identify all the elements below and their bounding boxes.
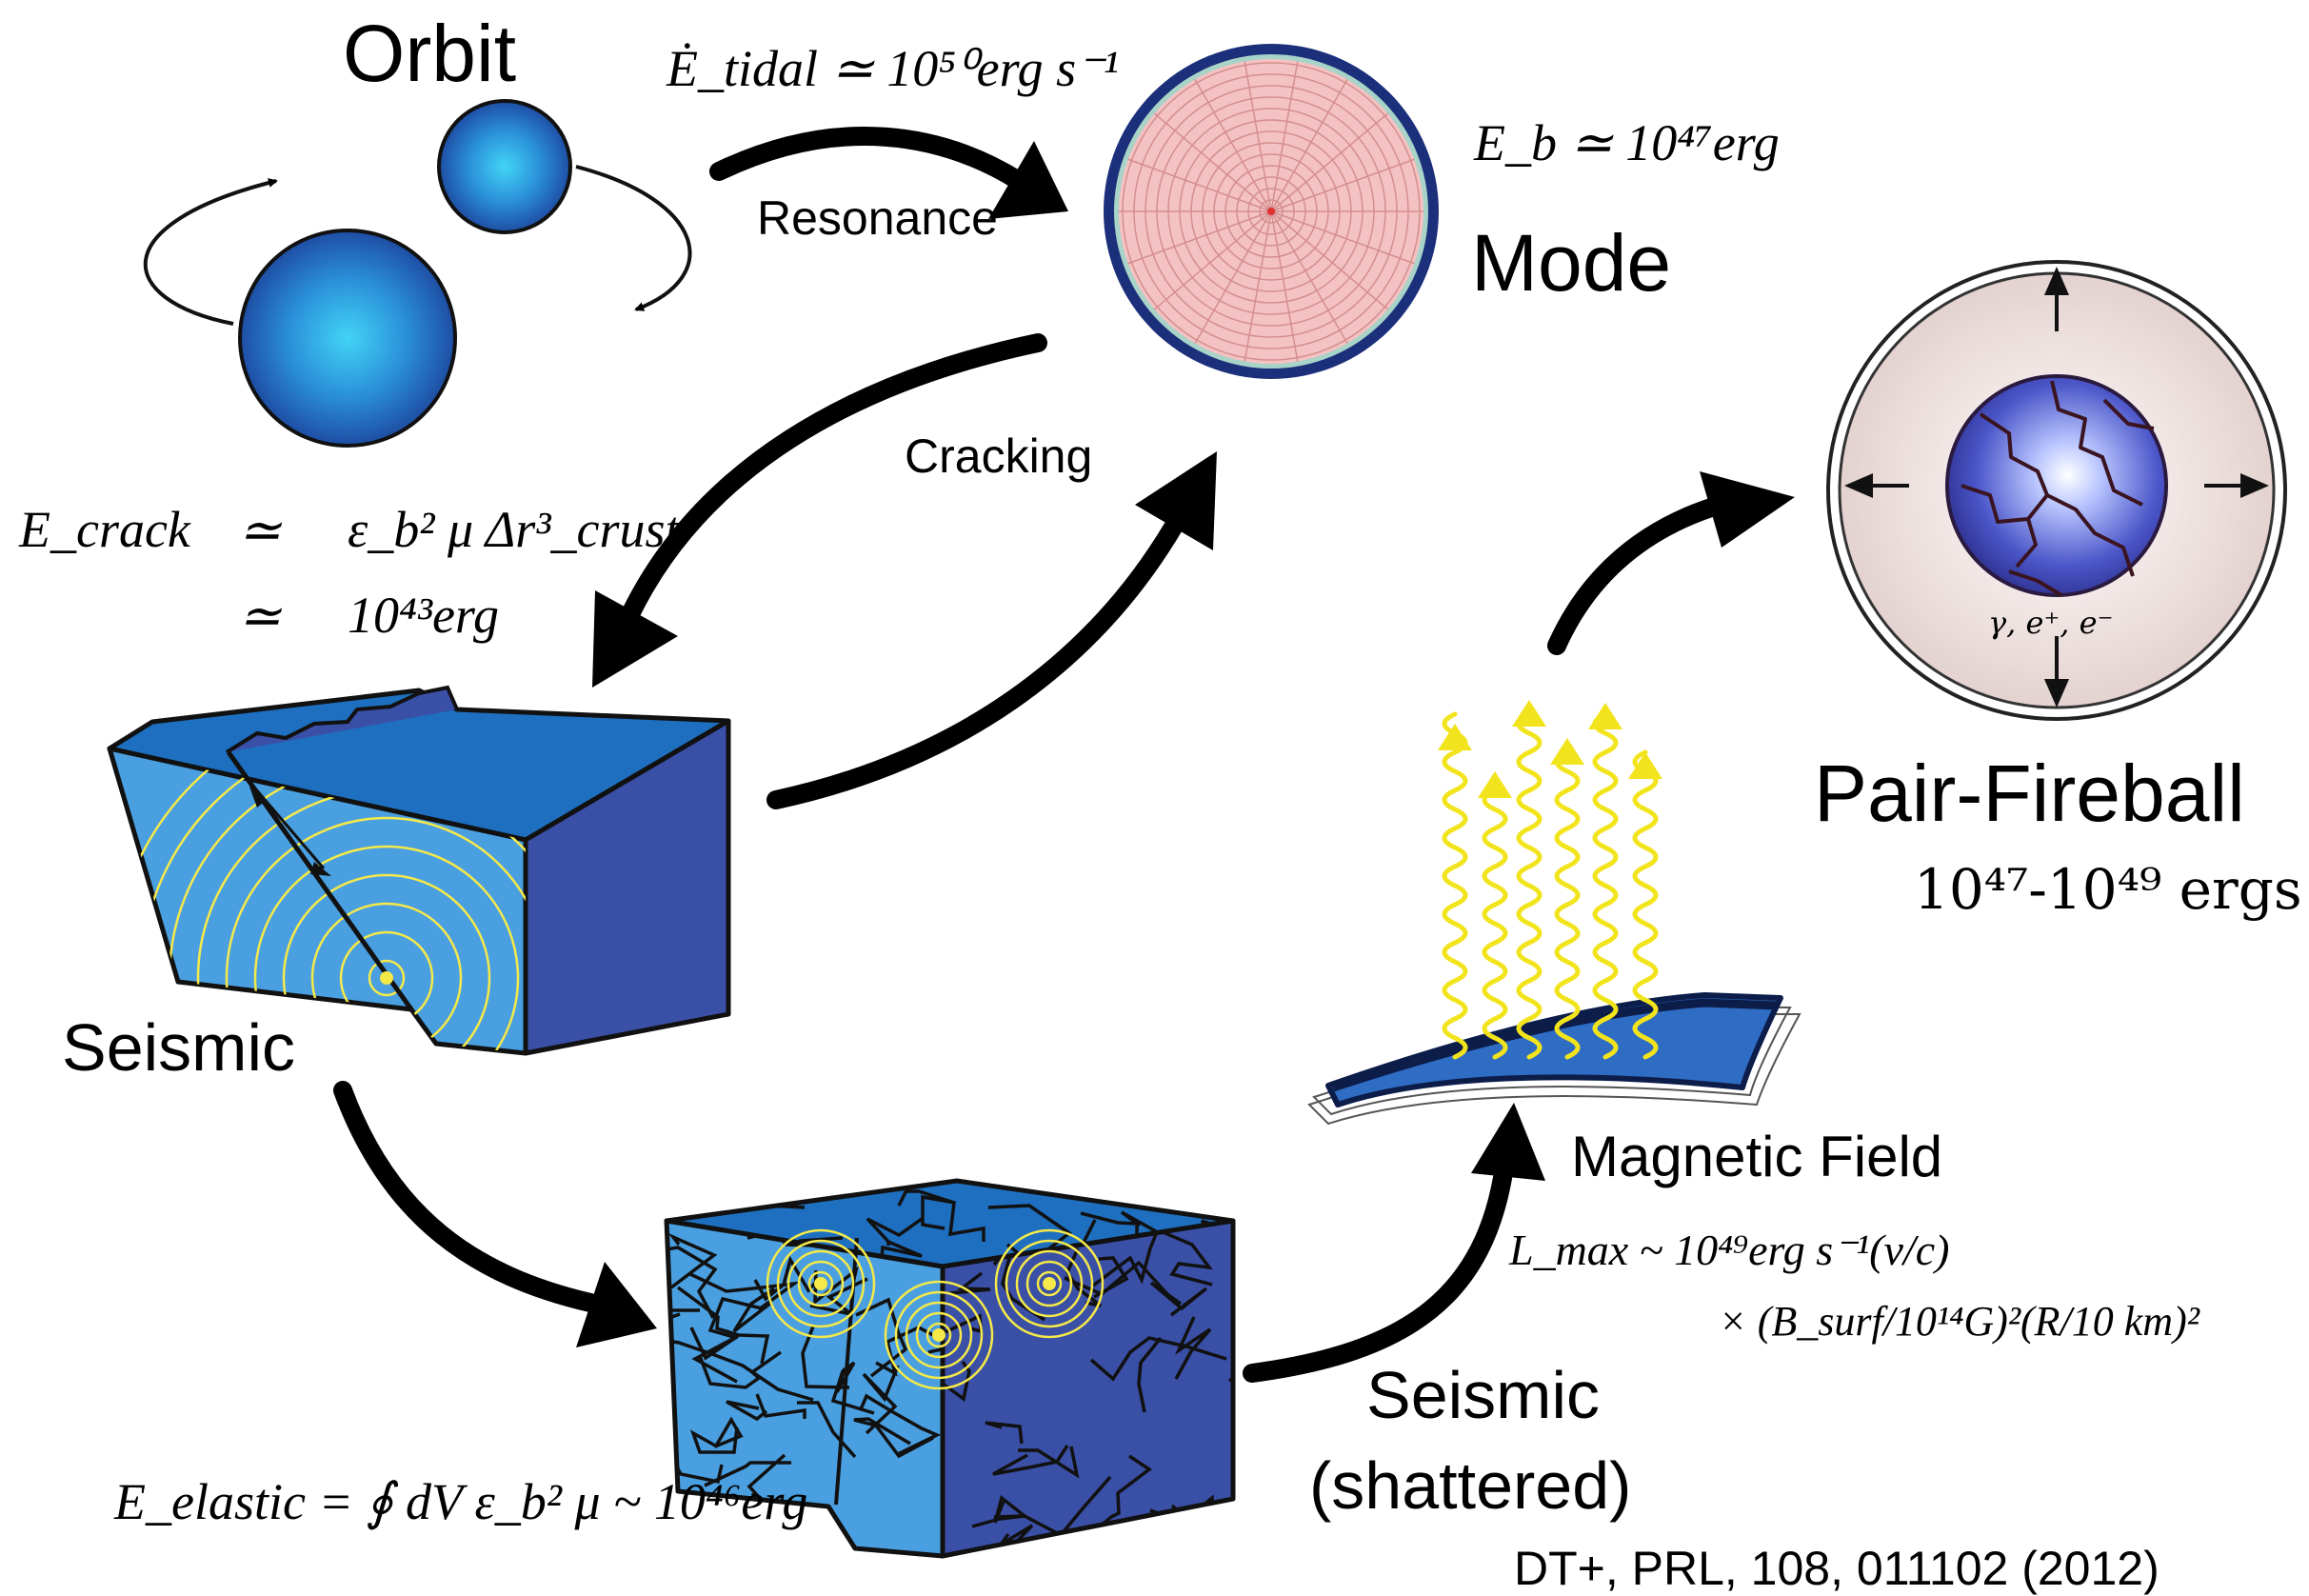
resonance-label: Resonance xyxy=(757,191,998,245)
crack-energy-rel-1: ≃ xyxy=(238,502,282,559)
orbit-arrow-left xyxy=(143,178,278,326)
shattered-arrow xyxy=(1243,1157,1514,1383)
process-arrows xyxy=(333,127,1723,1383)
orbit-binary-stars xyxy=(143,99,692,448)
arrow-heads xyxy=(576,141,1795,1347)
max-luminosity-equation-2: × (B_surf/10¹⁴G)²(R/10 km)² xyxy=(1719,1298,2200,1345)
mode-grid xyxy=(1119,59,1423,364)
fault-scarp xyxy=(225,685,459,754)
tidal-power-equation: Ė_tidal ≃ 10⁵⁰erg s⁻¹ xyxy=(667,40,1119,97)
crack-energy-rhs-1: ε_b² μ Δr³_crust xyxy=(348,501,680,558)
pair-fireball-energy: 10⁴⁷-10⁴⁹ ergs xyxy=(1914,857,2302,922)
seismic-label: Seismic xyxy=(62,1010,296,1085)
cracking-arrow-up xyxy=(766,505,1190,809)
crust-sheet xyxy=(1325,992,1783,1107)
magnetic-field-surface xyxy=(1307,992,1801,1126)
large-neutron-star xyxy=(238,229,457,448)
mode-label: Mode xyxy=(1471,218,1672,308)
seismic-shattered-label-1: Seismic xyxy=(1366,1358,1601,1432)
block2-side xyxy=(940,1218,1236,1559)
shattered-seismic-waves xyxy=(766,1228,1105,1390)
citation: DT+, PRL, 108, 011102 (2012) xyxy=(1514,1542,2160,1595)
expansion-arrows xyxy=(1843,266,2270,708)
mode-disk xyxy=(1104,44,1439,379)
small-neutron-star xyxy=(437,99,572,234)
core-cracks xyxy=(1961,380,2155,597)
fireball-arrow xyxy=(1547,497,1723,655)
seismic-crust-block xyxy=(107,685,731,1056)
shattered-crust-block xyxy=(664,1178,1236,1559)
crack-energy-rhs-2: 10⁴³erg xyxy=(348,587,499,644)
seismic-shattered-label-2: (shattered) xyxy=(1309,1448,1632,1523)
crack-energy-rel-2: ≃ xyxy=(238,588,282,645)
escaping-photons xyxy=(1438,700,1662,1060)
crack-energy-lhs: E_crack xyxy=(19,501,190,558)
elastic-energy-equation: E_elastic = ∮ dV ε_b² μ ~ 10⁴⁶erg xyxy=(114,1473,808,1530)
pair-fireball-label: Pair-Fireball xyxy=(1814,748,2245,838)
hypocenter xyxy=(380,971,393,985)
max-luminosity-equation-1: L_max ~ 10⁴⁹erg s⁻¹(v/c) xyxy=(1509,1226,1950,1274)
orbit-label: Orbit xyxy=(343,9,517,98)
fireball-particles-label: γ, e⁺, e⁻ xyxy=(1988,605,2114,641)
mode-energy-equation: E_b ≃ 10⁴⁷erg xyxy=(1474,114,1780,171)
resonance-arrow xyxy=(709,127,1028,190)
pair-fireball xyxy=(1826,260,2287,721)
orbit-arrow-right xyxy=(575,165,692,311)
cracking-label: Cracking xyxy=(905,429,1093,483)
seismic-arrow xyxy=(333,1081,600,1312)
cracking-arrow-down xyxy=(614,333,1047,638)
magnetic-field-label: Magnetic Field xyxy=(1571,1125,1943,1188)
